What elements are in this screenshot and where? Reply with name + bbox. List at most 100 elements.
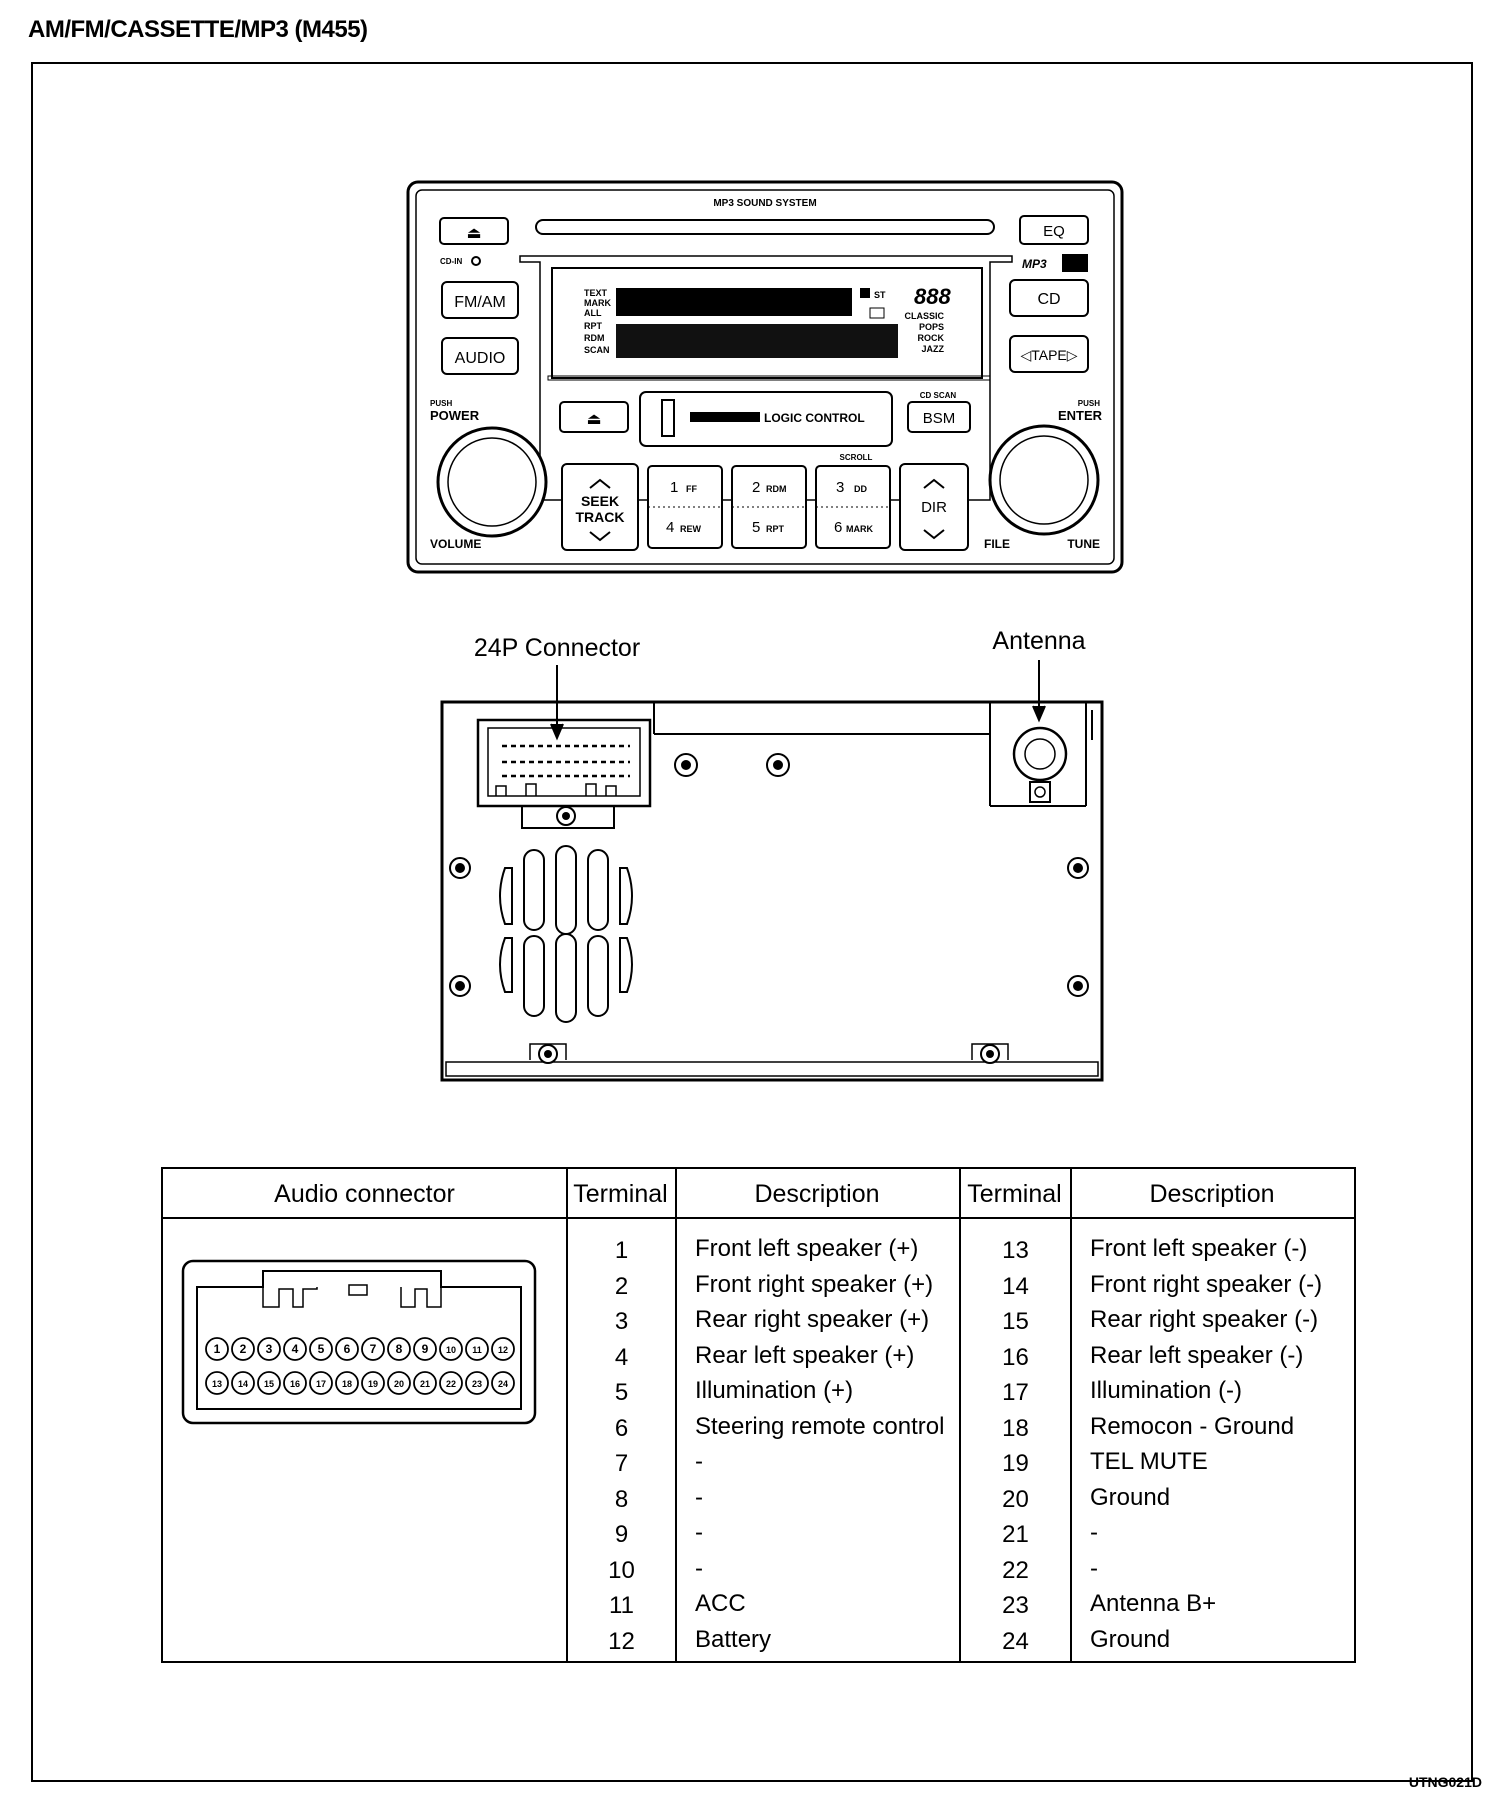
terminal-description: - bbox=[695, 1483, 703, 1511]
svg-text:9: 9 bbox=[422, 1342, 429, 1356]
preset-button-1-4[interactable]: 1 FF 4 REW bbox=[647, 465, 723, 549]
tune-label: TUNE bbox=[1067, 537, 1100, 551]
bsm-button[interactable]: BSM bbox=[907, 401, 971, 433]
svg-text:2: 2 bbox=[752, 479, 760, 496]
audio-button[interactable]: AUDIO bbox=[441, 337, 519, 375]
svg-text:15: 15 bbox=[264, 1379, 274, 1389]
terminal-number: 10 bbox=[608, 1556, 635, 1584]
terminal-description: Remocon - Ground bbox=[1090, 1412, 1295, 1440]
dir-button[interactable]: DIR bbox=[899, 463, 969, 551]
svg-text:MARK: MARK bbox=[846, 524, 873, 534]
file-label: FILE bbox=[984, 537, 1010, 551]
cd-button[interactable]: CD bbox=[1009, 279, 1089, 317]
display-upper bbox=[616, 288, 852, 316]
connector-pin: 10 bbox=[439, 1337, 463, 1361]
diagram-frame bbox=[31, 62, 1473, 1782]
display-st-indicator: ST bbox=[874, 290, 886, 300]
svg-text:MARK: MARK bbox=[584, 298, 611, 308]
terminal-number: 5 bbox=[614, 1379, 629, 1406]
cd-in-label: CD-IN bbox=[440, 257, 462, 266]
eject-tape-button[interactable]: ⏏ bbox=[559, 401, 629, 433]
terminal-description: - bbox=[695, 1448, 703, 1475]
svg-text:18: 18 bbox=[342, 1379, 352, 1389]
antenna-callout-label: Antenna bbox=[992, 627, 1085, 655]
connector-pin: 14 bbox=[231, 1371, 255, 1395]
terminal-description: Rear left speaker (+) bbox=[695, 1341, 915, 1369]
reference-code: UTNG021D bbox=[1408, 1774, 1482, 1790]
terminal-number: 8 bbox=[614, 1485, 629, 1513]
connector-pin: 5 bbox=[309, 1337, 333, 1361]
terminal-description: Ground bbox=[1090, 1625, 1171, 1653]
eq-button[interactable]: EQ bbox=[1019, 215, 1089, 245]
svg-text:TEXT: TEXT bbox=[584, 288, 608, 298]
tape-button[interactable]: ◁TAPE▷ bbox=[1009, 335, 1089, 373]
terminal-description: Front right speaker (-) bbox=[1090, 1270, 1323, 1298]
eject-disc-button[interactable]: ⏏ bbox=[439, 217, 509, 245]
svg-text:DD: DD bbox=[854, 484, 867, 494]
connector-pin: 24 bbox=[491, 1371, 515, 1395]
svg-text:4: 4 bbox=[666, 519, 674, 536]
terminal-description: Steering remote control bbox=[695, 1412, 945, 1440]
terminal-description: Illumination (+) bbox=[695, 1377, 854, 1404]
volume-label: VOLUME bbox=[430, 537, 481, 551]
svg-text:17: 17 bbox=[316, 1379, 326, 1389]
svg-text:RDM: RDM bbox=[584, 333, 605, 343]
svg-text:16: 16 bbox=[290, 1379, 300, 1389]
svg-text:22: 22 bbox=[446, 1379, 456, 1389]
svg-text:21: 21 bbox=[420, 1379, 430, 1389]
svg-text:ALL: ALL bbox=[584, 308, 602, 318]
connector-pin: 21 bbox=[413, 1371, 437, 1395]
seek-track-button[interactable]: SEEK TRACK bbox=[561, 463, 639, 551]
volume-knob[interactable] bbox=[436, 426, 548, 538]
terminal-number: 11 bbox=[609, 1592, 634, 1619]
terminal-description: TEL MUTE bbox=[1090, 1448, 1208, 1475]
svg-text:1: 1 bbox=[670, 479, 678, 496]
svg-text:ROCK: ROCK bbox=[918, 333, 945, 343]
svg-text:4: 4 bbox=[292, 1342, 299, 1356]
svg-text:RDM: RDM bbox=[766, 484, 787, 494]
logic-control-label: LOGIC CONTROL bbox=[764, 411, 865, 425]
chassis-screws bbox=[449, 753, 1089, 1064]
svg-text:CLASSIC: CLASSIC bbox=[904, 311, 944, 321]
tune-knob[interactable] bbox=[988, 424, 1100, 536]
power-push-label: PUSH bbox=[430, 399, 452, 408]
preset-button-2-5[interactable]: 2 RDM 5 RPT bbox=[731, 465, 807, 549]
terminal-description: - bbox=[1090, 1554, 1098, 1582]
svg-text:RPT: RPT bbox=[766, 524, 785, 534]
fm-am-button[interactable]: FM/AM bbox=[441, 281, 519, 319]
svg-text:6: 6 bbox=[344, 1342, 351, 1356]
preset-button-3-6[interactable]: 3 DD 6 MARK bbox=[815, 465, 891, 549]
svg-text:BSM: BSM bbox=[923, 410, 956, 427]
svg-text:19: 19 bbox=[368, 1379, 378, 1389]
terminal-number: 19 bbox=[1002, 1450, 1029, 1477]
terminal-number: 16 bbox=[1002, 1343, 1029, 1371]
scroll-label: SCROLL bbox=[840, 453, 873, 462]
svg-text:FF: FF bbox=[686, 484, 697, 494]
header-terminal-right: Terminal bbox=[967, 1179, 1062, 1208]
svg-text:3: 3 bbox=[836, 479, 844, 496]
svg-text:5: 5 bbox=[318, 1342, 325, 1356]
svg-text:24: 24 bbox=[498, 1379, 508, 1389]
svg-text:DIR: DIR bbox=[921, 499, 947, 516]
terminal-number: 13 bbox=[1002, 1237, 1029, 1264]
terminal-number: 23 bbox=[1002, 1592, 1029, 1619]
svg-text:TRACK: TRACK bbox=[576, 509, 625, 525]
connector-pin: 1 bbox=[205, 1337, 229, 1361]
svg-text:AUDIO: AUDIO bbox=[455, 350, 506, 367]
svg-text:SCAN: SCAN bbox=[584, 345, 610, 355]
connector-pin: 3 bbox=[257, 1337, 281, 1361]
cassette-door bbox=[639, 391, 893, 447]
svg-text:SEEK: SEEK bbox=[581, 493, 619, 509]
svg-text:JAZZ: JAZZ bbox=[922, 344, 945, 354]
terminal-description: Front left speaker (+) bbox=[695, 1235, 919, 1262]
terminal-description: Antenna B+ bbox=[1090, 1590, 1217, 1617]
terminal-number: 14 bbox=[1002, 1272, 1029, 1300]
connector-pin: 12 bbox=[491, 1337, 515, 1361]
svg-text:⏏: ⏏ bbox=[466, 225, 481, 242]
terminal-number: 4 bbox=[614, 1343, 629, 1371]
terminal-number: 20 bbox=[1002, 1485, 1029, 1513]
terminal-number: 21 bbox=[1002, 1521, 1029, 1548]
display-digits: 888 bbox=[914, 284, 951, 309]
